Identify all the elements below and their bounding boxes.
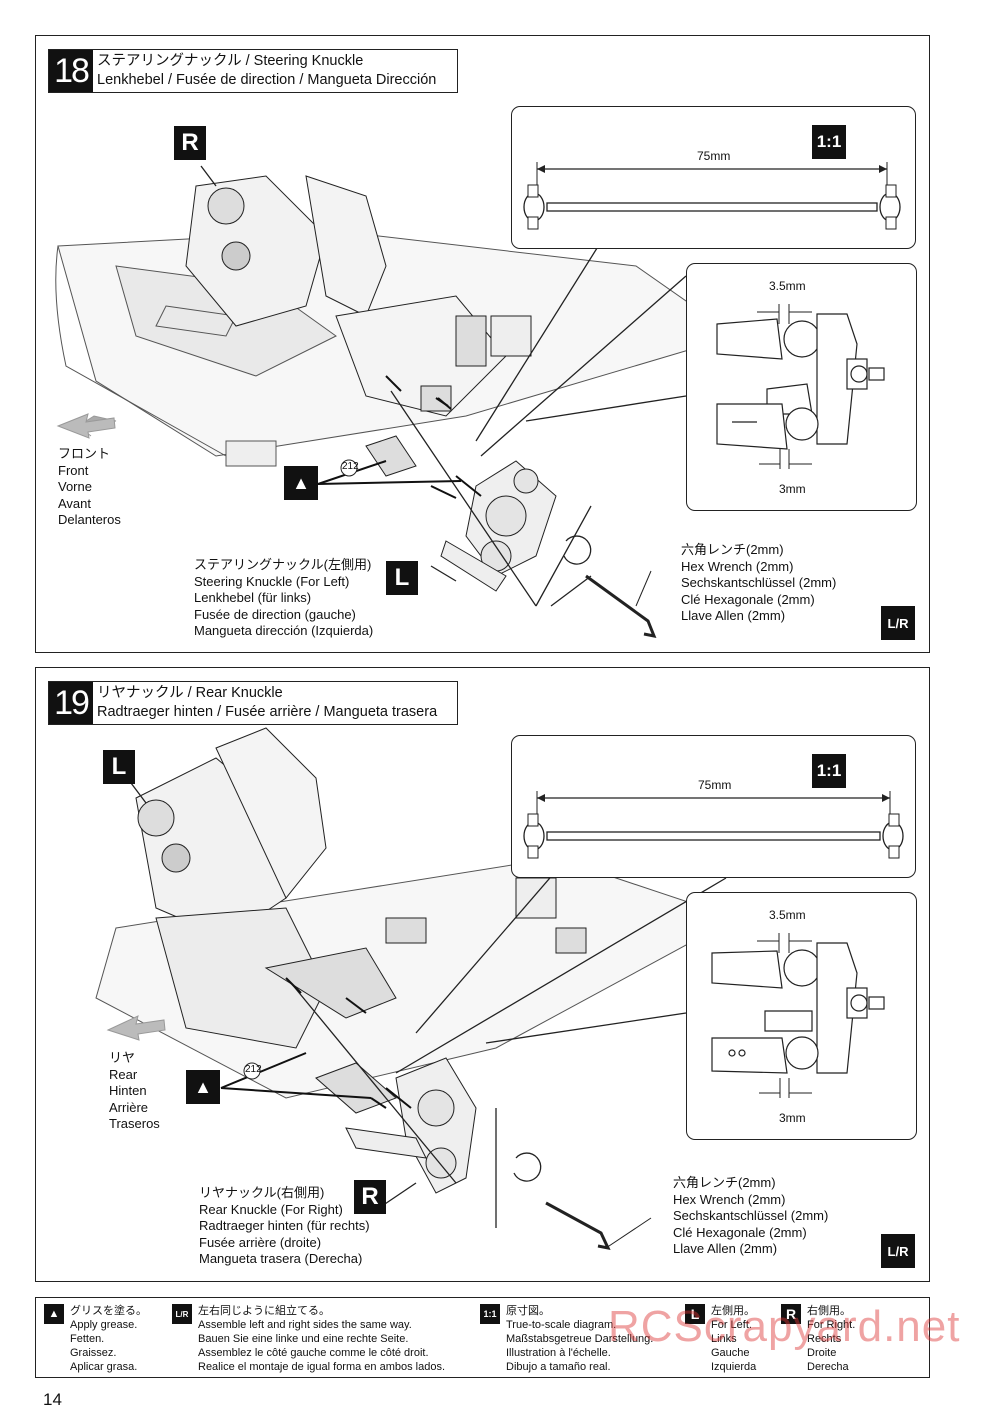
part-description: リヤナックル(右側用) Rear Knuckle (For Right) Rad… (199, 1185, 370, 1266)
knuckle-detail-callout: 3.5mm 3mm (686, 263, 917, 511)
shaft-callout: 75mm 1:1 (511, 106, 916, 249)
tool-description: 六角レンチ(2mm) Hex Wrench (2mm) Sechskantsch… (681, 542, 837, 623)
shaft-length-label: 75mm (698, 778, 732, 792)
shaft-length-label: 75mm (697, 149, 731, 163)
part-side-badge: L (386, 561, 418, 595)
scale-icon: 1:1 (480, 1304, 500, 1324)
grease-icon: ▲ (284, 466, 318, 500)
tool-description: 六角レンチ(2mm) Hex Wrench (2mm) Sechskantsch… (673, 1175, 829, 1256)
step-title-de-fr-es: Radtraeger hinten / Fusée arrière / Mang… (97, 704, 438, 720)
scale-icon: 1:1 (812, 125, 846, 159)
chassis-drawing (95, 727, 738, 1251)
step-title-jp-en: ステアリングナックル / Steering Knuckle (97, 53, 364, 69)
shaft-drawing (523, 162, 901, 230)
symbol-legend: ▲ グリスを塗る。Apply grease.Fetten.Graissez.Ap… (35, 1297, 930, 1378)
grease-icon: ▲ (186, 1070, 220, 1104)
view-side-badge: R (174, 126, 206, 160)
grease-code: 212 (342, 461, 359, 472)
step-title-de-fr-es: Lenkhebel / Fusée de direction / Manguet… (97, 72, 437, 88)
legend-item-grease: ▲ グリスを塗る。Apply grease.Fetten.Graissez.Ap… (44, 1304, 147, 1374)
direction-label: フロント Front Vorne Avant Delanteros (58, 446, 121, 527)
dimension-bottom-label: 3mm (779, 1111, 806, 1125)
legend-item-scale: 1:1 原寸図。True-to-scale diagram.Maßstabsge… (480, 1304, 653, 1374)
left-icon: L (685, 1304, 705, 1324)
scale-icon: 1:1 (812, 754, 846, 788)
grease-code: 212 (245, 1064, 262, 1075)
knuckle-detail-drawing (711, 933, 885, 1098)
page-number: 14 (43, 1390, 62, 1409)
knuckle-detail-drawing (716, 304, 885, 469)
shaft-drawing (523, 791, 904, 859)
direction-label: リヤ Rear Hinten Arrière Traseros (109, 1050, 160, 1131)
knuckle-detail-callout: 3.5mm 3mm (686, 892, 917, 1140)
watermark: RCScrapyard.net (608, 1302, 961, 1351)
legend-item-left-right: L/R 左右同じように組立てる。Assemble left and right … (172, 1304, 445, 1374)
step-title-jp-en: リヤナックル / Rear Knuckle (97, 685, 283, 701)
step-19-panel: 19 リヤナックル / Rear Knuckle Radtraeger hint… (35, 667, 930, 1282)
part-side-badge: R (354, 1180, 386, 1214)
left-right-icon: L/R (881, 606, 915, 640)
dimension-bottom-label: 3mm (779, 482, 806, 496)
dimension-top-label: 3.5mm (769, 279, 806, 293)
left-right-icon: L/R (881, 1234, 915, 1268)
step-number: 18 (49, 50, 93, 92)
step-header: 19 リヤナックル / Rear Knuckle Radtraeger hint… (48, 681, 458, 725)
right-icon: R (781, 1304, 801, 1324)
shaft-callout: 75mm 1:1 (511, 735, 916, 878)
dimension-top-label: 3.5mm (769, 908, 806, 922)
view-side-badge: L (103, 750, 135, 784)
part-description: ステアリングナックル(左側用) Steering Knuckle (For Le… (194, 557, 374, 638)
step-header: 18 ステアリングナックル / Steering Knuckle Lenkheb… (48, 49, 458, 93)
left-right-icon: L/R (172, 1304, 192, 1324)
step-number: 19 (49, 682, 93, 724)
grease-icon: ▲ (44, 1304, 64, 1324)
step-18-panel: 18 ステアリングナックル / Steering Knuckle Lenkheb… (35, 35, 930, 653)
chassis-drawing (55, 165, 738, 639)
